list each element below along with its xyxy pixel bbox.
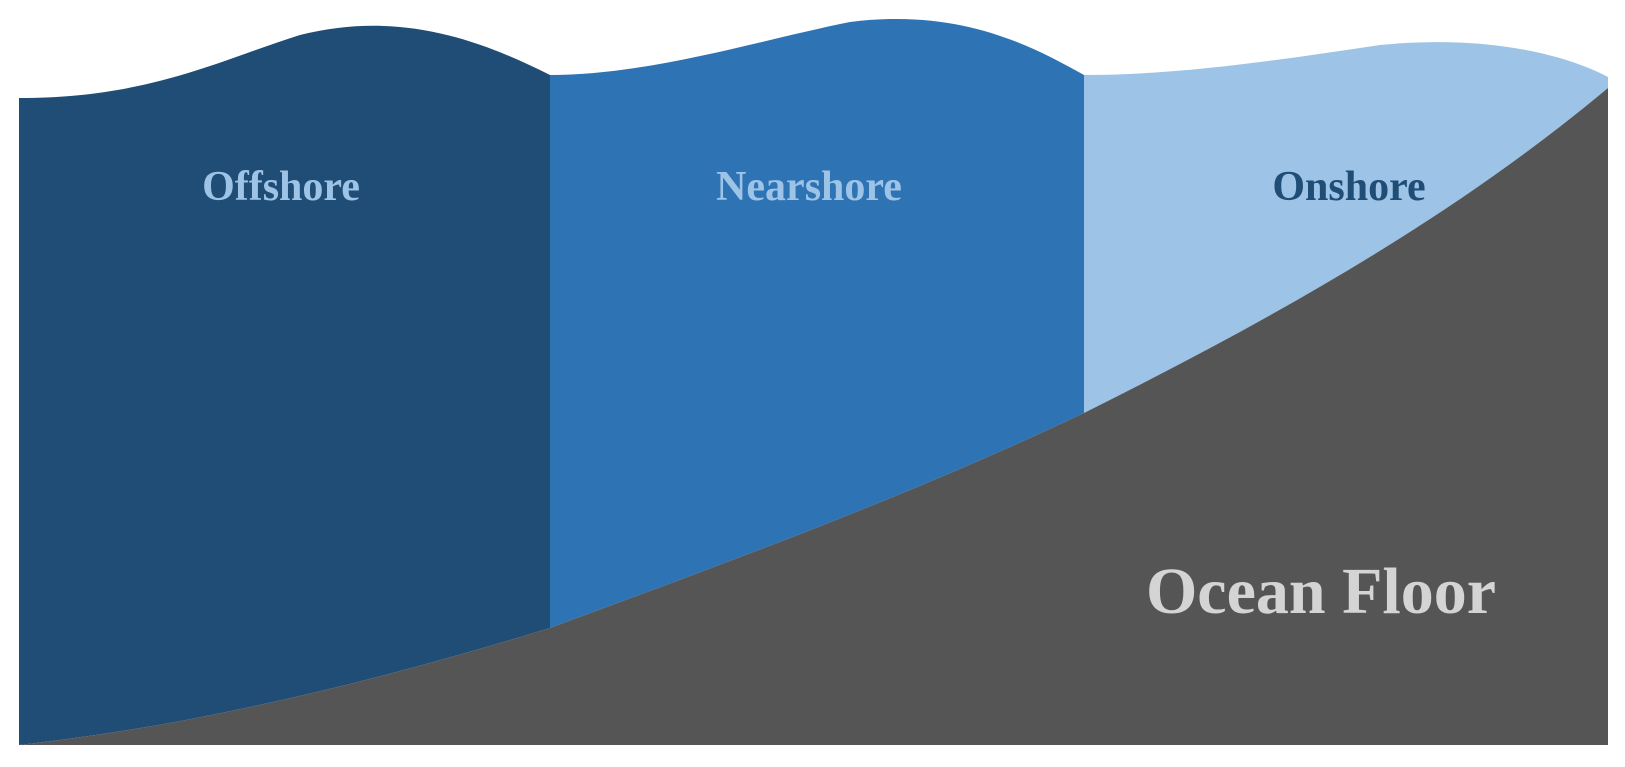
ocean-floor — [19, 88, 1608, 745]
ocean-floor-label: Ocean Floor — [1146, 555, 1496, 628]
nearshore-zone — [550, 18, 1084, 628]
offshore-label: Offshore — [202, 164, 360, 210]
onshore-label: Onshore — [1272, 164, 1425, 210]
nearshore-label: Nearshore — [716, 164, 902, 210]
onshore-zone — [1084, 42, 1608, 413]
offshore-zone — [19, 25, 550, 745]
